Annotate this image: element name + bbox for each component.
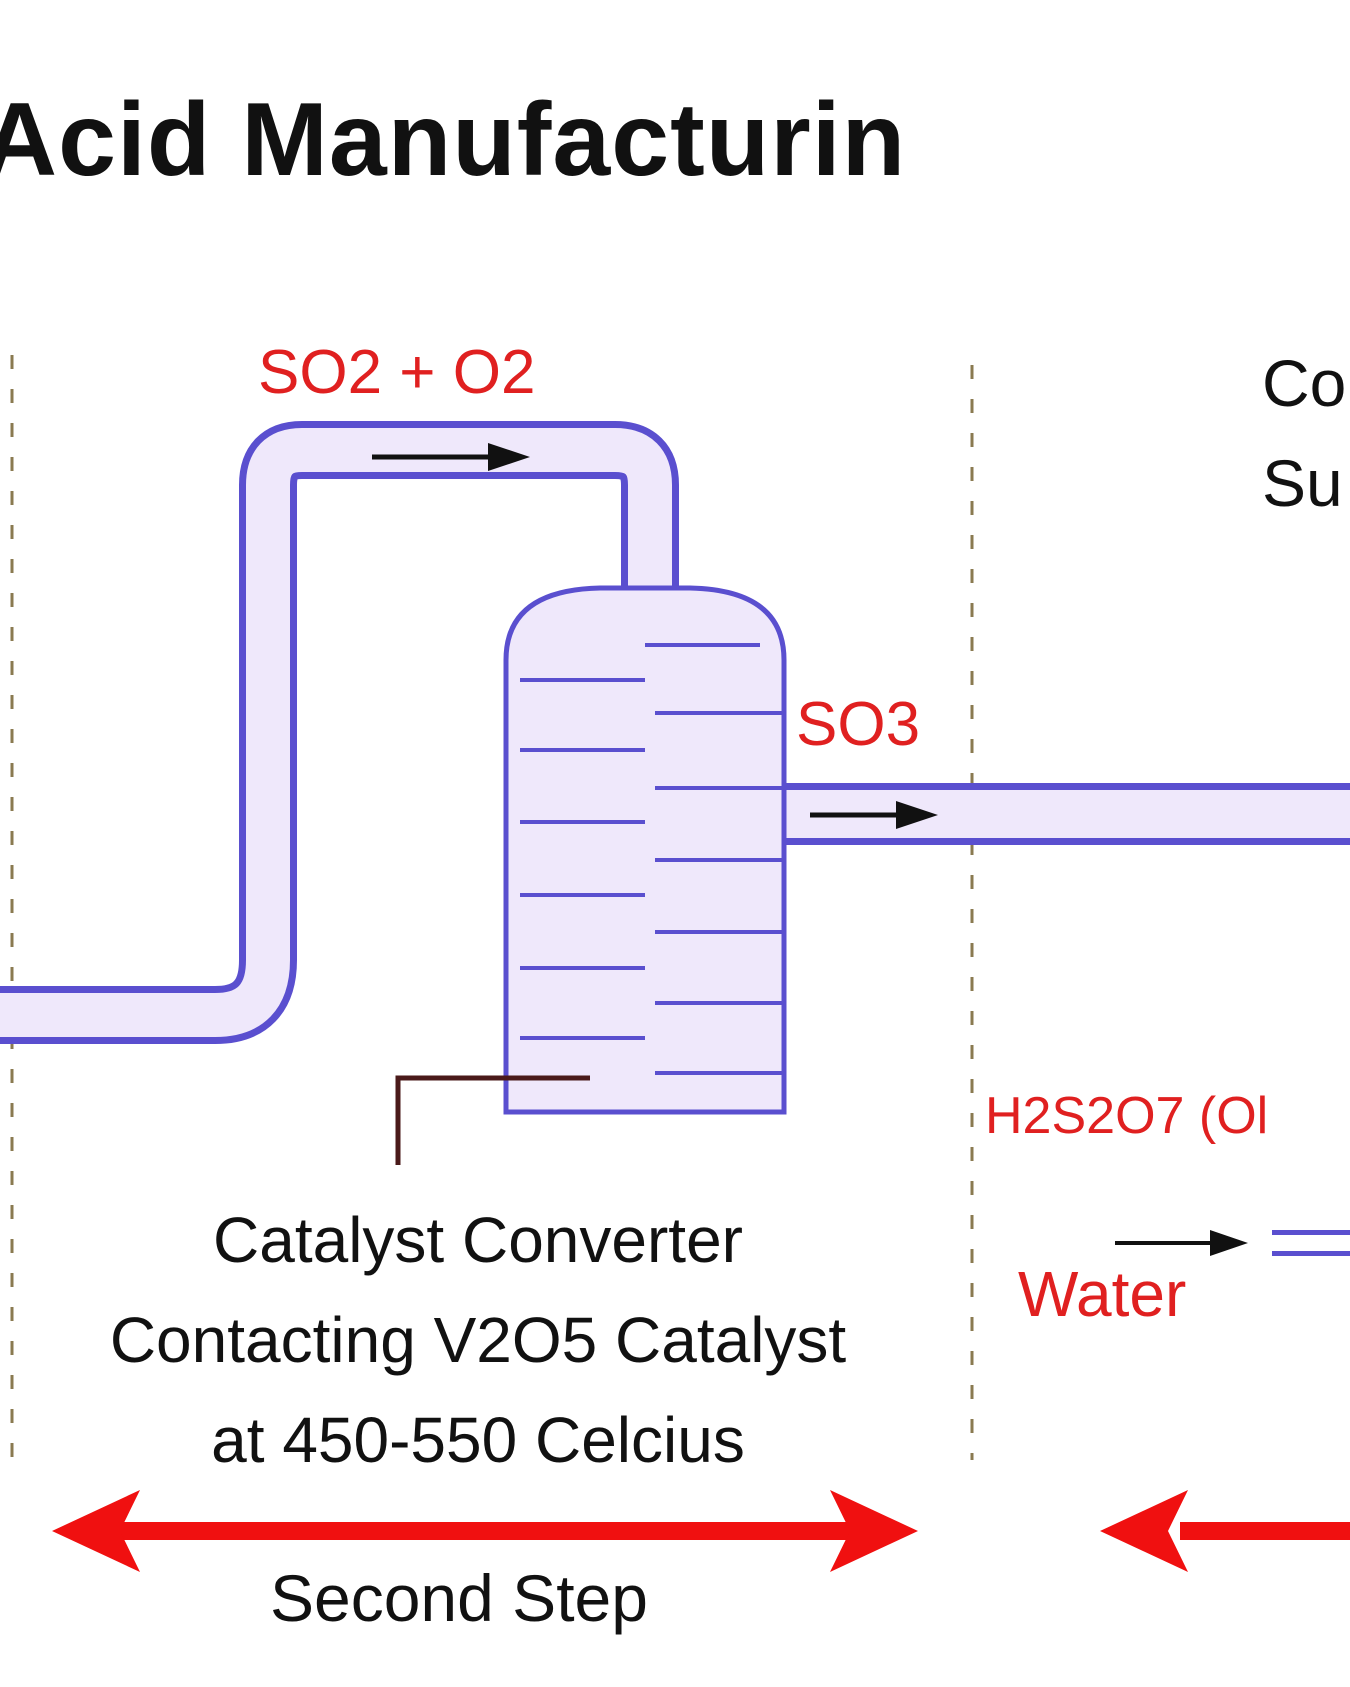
inlet-pipe	[0, 421, 679, 1044]
caption-line-1: Catalyst Converter	[213, 1204, 743, 1276]
catalyst-trays	[520, 643, 784, 1075]
caption-leader-line	[395, 1075, 590, 1165]
flow-arrow-in	[372, 443, 530, 471]
second-step-arrow	[52, 1490, 918, 1572]
water-pipe-stub	[1272, 1230, 1350, 1256]
product-gas-label: SO3	[796, 690, 921, 759]
catalyst-converter	[503, 585, 787, 1115]
right-text-line2: Su	[1262, 446, 1343, 520]
step-label: Second Step	[270, 1561, 648, 1635]
reactant-gas-label: SO2 + O2	[258, 338, 536, 407]
water-arrow	[1115, 1230, 1248, 1256]
water-label: Water	[1018, 1258, 1187, 1330]
flow-arrow-out	[810, 801, 938, 829]
converter-caption: Catalyst Converter Contacting V2O5 Catal…	[18, 1190, 938, 1490]
next-step-arrow	[1100, 1490, 1350, 1572]
caption-line-2: Contacting V2O5 Catalyst	[109, 1304, 847, 1376]
caption-line-3: at 450-550 Celcius	[211, 1404, 745, 1476]
page-title: Acid Manufacturin	[0, 82, 907, 198]
oleum-label: H2S2O7 (Ol	[985, 1087, 1269, 1145]
right-text-line1: Co	[1262, 346, 1347, 420]
